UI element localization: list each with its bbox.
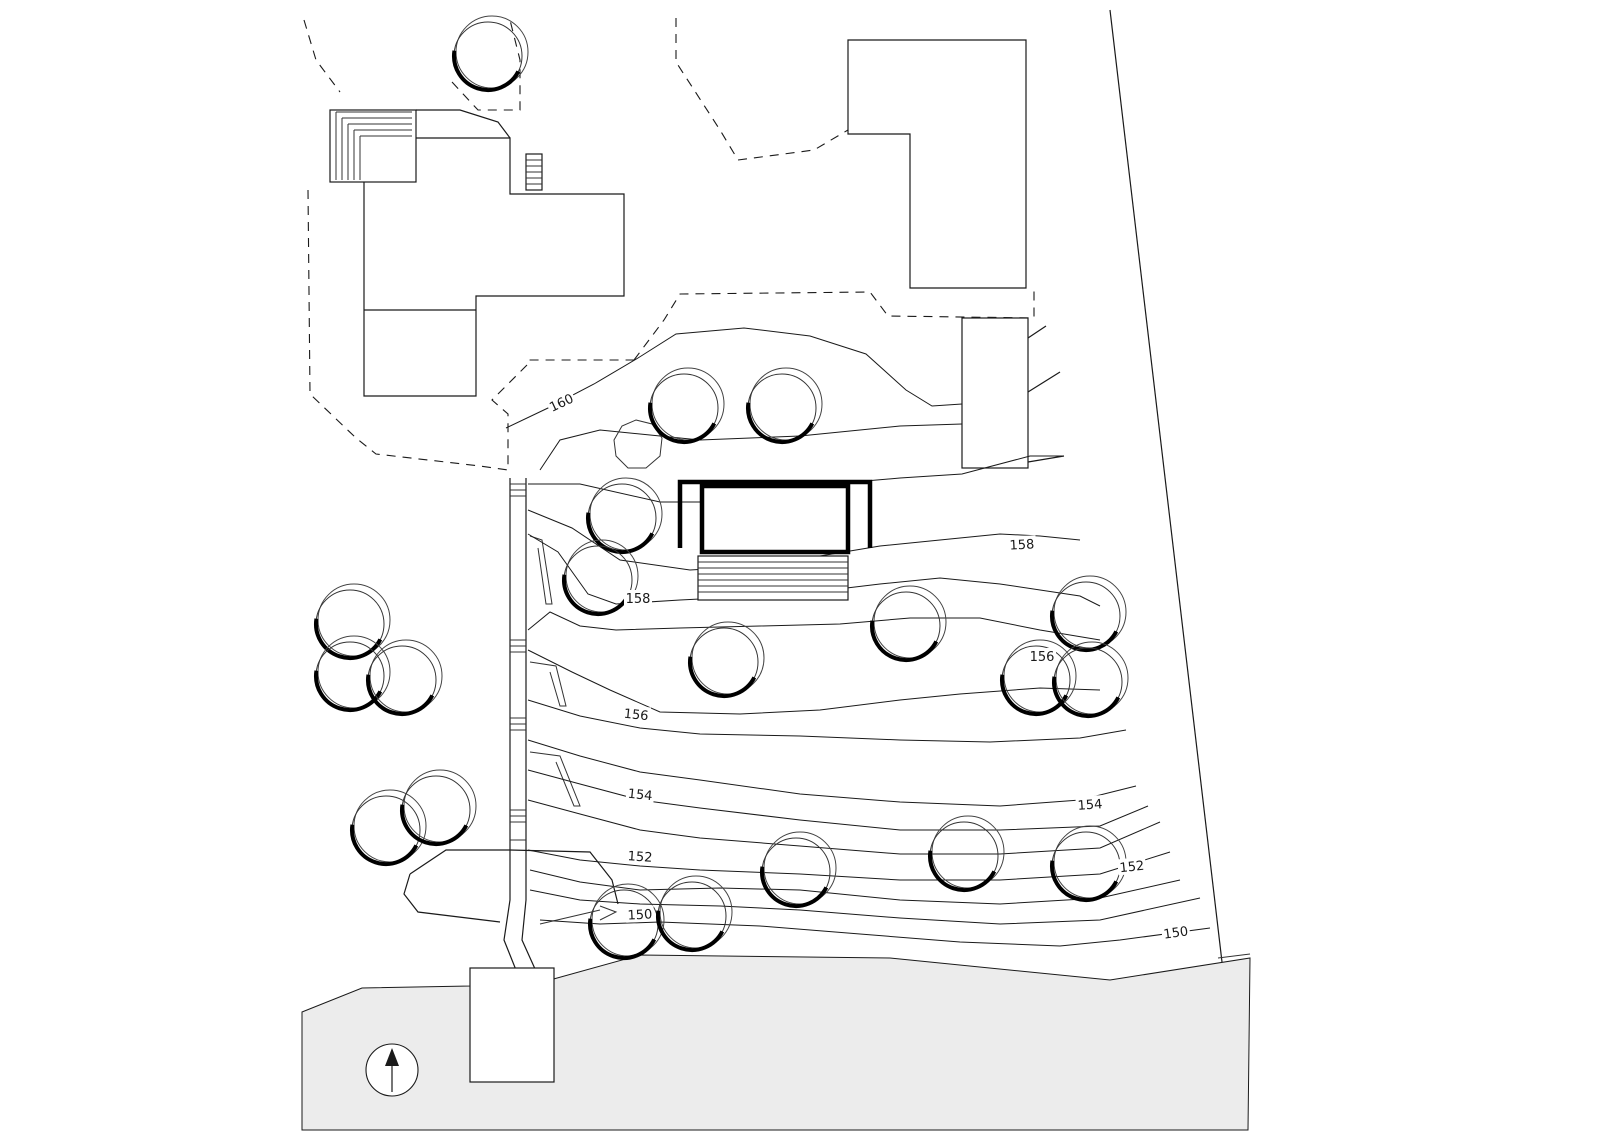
contour-lines	[505, 327, 1211, 947]
tree-symbol	[452, 15, 529, 92]
pavilion-building	[677, 479, 873, 601]
terrace-platform	[403, 849, 619, 923]
contour-label-158-east: 158	[1009, 537, 1035, 553]
contour-labels: 160 158 158 156 156 154 154 152	[545, 389, 1191, 943]
contour-label-152-east: 152	[1119, 859, 1145, 877]
tree-symbol	[314, 583, 391, 660]
tree-symbol	[314, 635, 391, 712]
terrace-stairs	[539, 905, 618, 925]
contour-label-158-west: 158	[626, 592, 651, 607]
tree-symbol	[648, 367, 725, 444]
neighbour-building-north-west	[329, 109, 625, 397]
tree-symbol	[1050, 825, 1127, 902]
dashed-path-north-west	[303, 19, 634, 471]
tree-symbol	[586, 477, 663, 554]
walkway-steps	[510, 483, 526, 841]
lake-area	[301, 954, 1251, 1131]
tree-symbol	[760, 831, 837, 908]
main-walkway	[503, 478, 541, 981]
property-boundary-line	[1109, 9, 1223, 963]
tree-symbol	[688, 621, 765, 698]
north-arrow-icon	[365, 1043, 419, 1097]
dashed-path-north	[675, 18, 849, 161]
contour-label-156-east: 156	[1030, 650, 1055, 665]
contour-label-152-west: 152	[627, 849, 653, 866]
tree-symbol	[1052, 641, 1129, 718]
boat-house	[469, 967, 555, 1083]
tree-symbol	[928, 815, 1005, 892]
contour-label-156-west: 156	[623, 707, 649, 725]
tree-symbol	[1050, 575, 1127, 652]
neighbour-building-north-east	[847, 39, 1065, 469]
tree-symbol	[366, 639, 443, 716]
tree-symbol	[350, 789, 427, 866]
shoreline-line	[1217, 953, 1251, 959]
tree-symbol	[562, 539, 639, 616]
dashed-tree-outline	[451, 19, 521, 111]
tree-symbol	[400, 769, 477, 846]
contour-label-150-west: 150	[627, 907, 653, 923]
side-ramps	[529, 535, 581, 807]
contour-label-150-east: 150	[1163, 924, 1190, 942]
tree-symbol	[656, 875, 733, 952]
contour-label-154-east: 154	[1077, 797, 1103, 814]
tree-symbol	[1000, 639, 1077, 716]
tree-symbol	[870, 585, 947, 662]
contour-label-154-west: 154	[627, 787, 653, 805]
dashed-footpath-upper	[633, 288, 1035, 361]
tree-symbol	[746, 367, 823, 444]
